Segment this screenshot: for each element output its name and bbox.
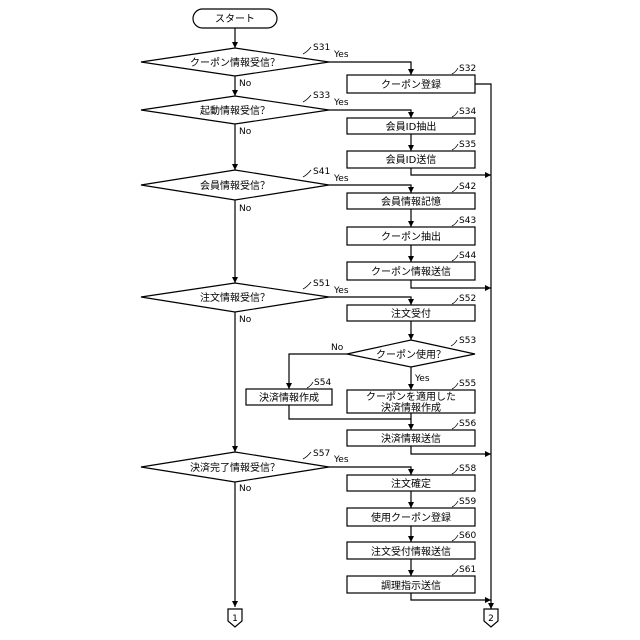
yes-label-s33: Yes — [333, 98, 349, 108]
process-s35-label: 会員ID送信 — [386, 153, 437, 166]
decision-s51: 注文情報受信？ — [141, 283, 329, 312]
no-label-s31: No — [239, 79, 252, 89]
process-s58-label: 注文確定 — [391, 477, 431, 490]
process-s32-label: クーポン登録 — [381, 78, 441, 91]
step-s35: S35 — [459, 140, 476, 150]
process-s35: 会員ID送信 — [347, 151, 475, 168]
process-s52: 注文受付 — [347, 305, 475, 321]
connector-1: 1 — [228, 609, 242, 627]
process-s59-label: 使用クーポン登録 — [371, 511, 451, 524]
process-s60-label: 注文受付情報送信 — [371, 545, 451, 558]
process-s42: 会員情報記憶 — [347, 193, 475, 209]
connector-2-label: 2 — [488, 614, 494, 624]
step-s60: S60 — [459, 531, 476, 541]
process-s56: 決済情報送信 — [347, 430, 475, 446]
process-s42-label: 会員情報記憶 — [381, 195, 441, 208]
process-s61: 調理指示送信 — [347, 576, 475, 593]
step-s41: S41 — [313, 167, 330, 177]
decision-s53: クーポン使用？ — [347, 340, 475, 367]
process-s54: 決済情報作成 — [246, 389, 332, 405]
process-s34-label: 会員ID抽出 — [386, 120, 437, 133]
decision-s31: クーポン情報受信？ — [141, 48, 329, 76]
process-s56-label: 決済情報送信 — [381, 432, 441, 445]
process-s43: クーポン抽出 — [347, 227, 475, 245]
start-terminal: スタート — [193, 9, 277, 28]
start-label: スタート — [215, 13, 255, 25]
step-s58: S58 — [459, 464, 476, 474]
step-s42: S42 — [459, 182, 476, 192]
step-s59: S59 — [459, 497, 476, 507]
decision-s53-label: クーポン使用？ — [376, 348, 446, 361]
process-s52-label: 注文受付 — [391, 307, 431, 320]
step-s53: S53 — [459, 336, 476, 346]
decision-s41-label: 会員情報受信？ — [200, 179, 270, 192]
step-s43: S43 — [459, 216, 476, 226]
process-s55-label-line1: クーポンを適用した — [366, 390, 456, 403]
yes-label-s51: Yes — [333, 286, 349, 296]
step-s51: S51 — [313, 279, 330, 289]
no-label-s41: No — [239, 204, 252, 214]
step-s31: S31 — [313, 43, 330, 53]
decision-s57-label: 決済完了情報受信？ — [190, 461, 280, 474]
decision-s33-label: 起動情報受信？ — [200, 104, 270, 117]
process-s58: 注文確定 — [347, 475, 475, 491]
no-label-s33: No — [239, 127, 252, 137]
decision-s57: 決済完了情報受信？ — [141, 452, 329, 482]
process-s44-label: クーポン情報送信 — [371, 265, 451, 278]
step-s44: S44 — [459, 251, 476, 261]
decision-s33: 起動情報受信？ — [141, 96, 329, 124]
yes-label-s57: Yes — [333, 455, 349, 465]
step-s57: S57 — [313, 449, 330, 459]
process-s34: 会員ID抽出 — [347, 118, 475, 134]
connector-2: 2 — [484, 609, 498, 627]
yes-label-s41: Yes — [333, 174, 349, 184]
process-s61-label: 調理指示送信 — [381, 579, 441, 592]
process-s54-label: 決済情報作成 — [259, 391, 319, 404]
yes-label-s31: Yes — [333, 50, 349, 60]
step-s55: S55 — [459, 379, 476, 389]
decision-s31-label: クーポン情報受信？ — [190, 56, 280, 69]
step-s56: S56 — [459, 419, 476, 429]
no-label-s57: No — [239, 484, 252, 494]
step-s54: S54 — [314, 378, 331, 388]
process-s55: クーポンを適用した 決済情報作成 — [347, 390, 475, 414]
step-s61: S61 — [459, 565, 476, 575]
step-s34: S34 — [459, 107, 476, 117]
step-s52: S52 — [459, 294, 476, 304]
step-s33: S33 — [313, 91, 330, 101]
process-s59: 使用クーポン登録 — [347, 508, 475, 526]
process-s32: クーポン登録 — [347, 75, 475, 93]
connector-1-label: 1 — [232, 614, 238, 624]
no-label-s51: No — [239, 315, 252, 325]
decision-s41: 会員情報受信？ — [141, 170, 329, 200]
process-s55-label-line2: 決済情報作成 — [381, 401, 441, 414]
process-s60: 注文受付情報送信 — [347, 542, 475, 559]
step-s32: S32 — [459, 64, 476, 74]
yes-label-s53: Yes — [414, 374, 430, 384]
decision-s51-label: 注文情報受信？ — [200, 291, 270, 304]
process-s44: クーポン情報送信 — [347, 262, 475, 280]
no-label-s53: No — [331, 343, 344, 353]
process-s43-label: クーポン抽出 — [381, 230, 441, 243]
